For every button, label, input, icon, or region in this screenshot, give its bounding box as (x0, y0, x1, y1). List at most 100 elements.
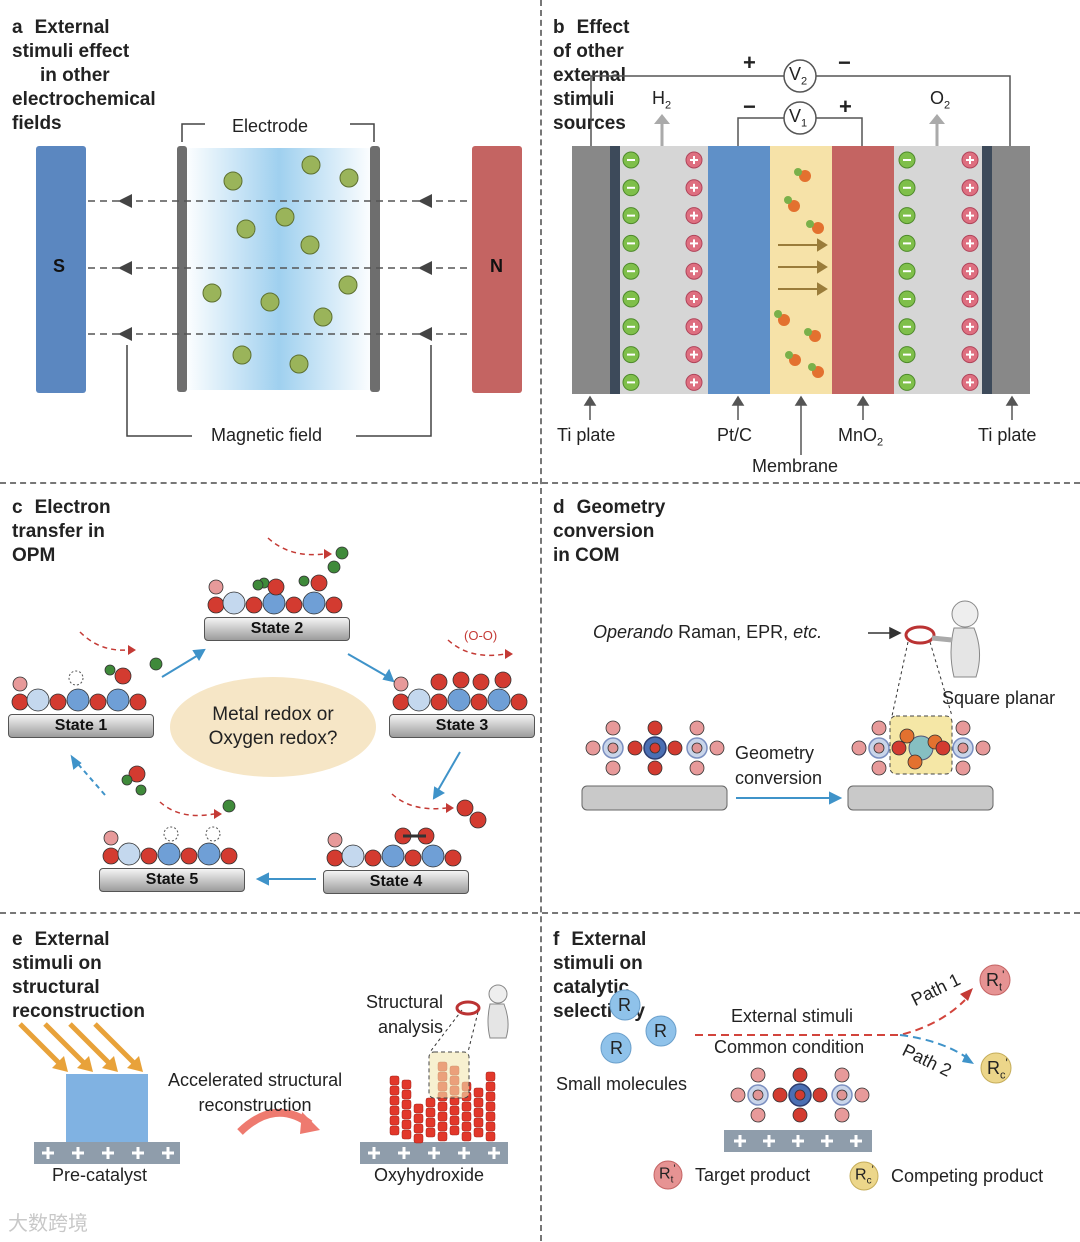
pink-atom (12, 676, 28, 692)
oxyhydroxide-cube (485, 1071, 496, 1082)
panel-b-diagram (572, 59, 1030, 455)
question-line: Oxygen redox? (208, 728, 338, 749)
orange-atom (907, 754, 923, 770)
s-pole (36, 146, 86, 393)
question-line: Metal redox or (212, 704, 334, 725)
red-atom (792, 1067, 808, 1083)
panel-letter: c (12, 497, 23, 518)
oxyhydroxide-cube (485, 1131, 496, 1142)
red-atom (627, 740, 643, 756)
oxyhydroxide-cube (485, 1091, 496, 1102)
oxyhydroxide-cube (473, 1117, 484, 1128)
electrode-left (177, 146, 187, 392)
pink-atom (851, 740, 867, 756)
electron-arrows (79, 537, 506, 817)
pink-atom (750, 1107, 766, 1123)
title-line: Effect of other external stimuli sources (553, 17, 630, 134)
plus-sign (402, 1147, 406, 1159)
red-atom (102, 847, 120, 865)
r-letter: R (659, 1165, 671, 1183)
path-2-arrowhead (962, 1053, 974, 1064)
common-condition-label: Common condition (714, 1037, 865, 1057)
pink-atom (605, 760, 621, 776)
r-prime: ' (1002, 968, 1005, 982)
green-atom (327, 560, 341, 574)
oxyhydroxide-cube (449, 1125, 460, 1136)
pink-atom (955, 760, 971, 776)
field-arrowheads (118, 194, 432, 341)
mno2-label: MnO2 (838, 425, 883, 449)
green-atom (298, 575, 310, 587)
panel-a-diagram (36, 123, 522, 437)
light-rays (18, 1022, 143, 1072)
left-collector (610, 146, 620, 394)
oxyhydroxide-cube (401, 1109, 412, 1120)
o-letter: O (930, 88, 945, 108)
gas-arrows (654, 114, 945, 146)
oxyhydroxide-cube (389, 1095, 400, 1106)
molecule-r-3: R (610, 1038, 623, 1058)
accel-line: Accelerated structural (168, 1070, 343, 1090)
red-atom (430, 693, 448, 711)
operando-rest: Raman, EPR, (673, 622, 794, 642)
light-blue-atom (117, 842, 141, 866)
ptc-layer (708, 146, 770, 394)
r-prime: ' (871, 1164, 874, 1176)
electrode-right (370, 146, 380, 392)
oxyhydroxide-cube (485, 1081, 496, 1092)
oxyhydroxide-cube (485, 1101, 496, 1112)
pink-atom (208, 579, 224, 595)
magnetic-field-label: Magnetic field (211, 425, 323, 445)
red-atom (326, 849, 344, 867)
red-atom (89, 693, 107, 711)
oxyhydroxide-cube (425, 1127, 436, 1138)
blue-atom (197, 842, 221, 866)
pink-atom (854, 1087, 870, 1103)
blue-atom (421, 844, 445, 868)
square-planar-label: Square planar (942, 688, 1056, 708)
horizontal-divider-2 (0, 912, 1080, 914)
electrode-label: Electrode (232, 116, 309, 136)
magnetic-field-bracket (126, 345, 432, 437)
v-letter: V (789, 106, 802, 126)
red-atom (812, 1087, 828, 1103)
red-atom (510, 693, 528, 711)
state-4-plate: State 4 (323, 870, 469, 894)
plus-sign (492, 1147, 496, 1159)
oxyhydroxide-cube (413, 1113, 424, 1124)
panel-letter: f (553, 929, 560, 950)
title-line: Geometry conversion in COM (553, 497, 666, 566)
small-molecule-circles (600, 989, 677, 1064)
plus-sign (462, 1147, 466, 1159)
panel-letter: b (553, 17, 565, 38)
operando-arrow (868, 626, 902, 640)
red-atom (285, 596, 303, 614)
pink-atom (752, 1089, 764, 1101)
oxyhydroxide-cube (485, 1121, 496, 1132)
v1-minus: − (743, 94, 756, 119)
pink-atom (957, 742, 969, 754)
precatalyst-block (66, 1074, 148, 1142)
zoom-lines (429, 1009, 479, 1053)
h-sub: 2 (665, 99, 672, 112)
panel-d-diagram (581, 600, 994, 811)
red-atom (430, 673, 448, 691)
oxyhydroxide-cube (401, 1099, 412, 1110)
oxyhydroxide-cube (401, 1089, 412, 1100)
plus-sign (76, 1147, 80, 1159)
outer-circuit (590, 75, 1011, 146)
structural-line: Structural (366, 992, 444, 1012)
oxyhydroxide-cube (437, 1111, 448, 1122)
n-pole (472, 146, 522, 393)
geometry-line: Geometry (735, 743, 815, 763)
electrode-bracket (181, 123, 375, 142)
plus-sign (46, 1147, 50, 1159)
planar-structure-right (851, 720, 991, 776)
structural-line: analysis (378, 1017, 444, 1037)
pink-atom (836, 1089, 848, 1101)
competing-product-label: Competing product (891, 1166, 1044, 1186)
vacancy-circle (205, 826, 221, 842)
